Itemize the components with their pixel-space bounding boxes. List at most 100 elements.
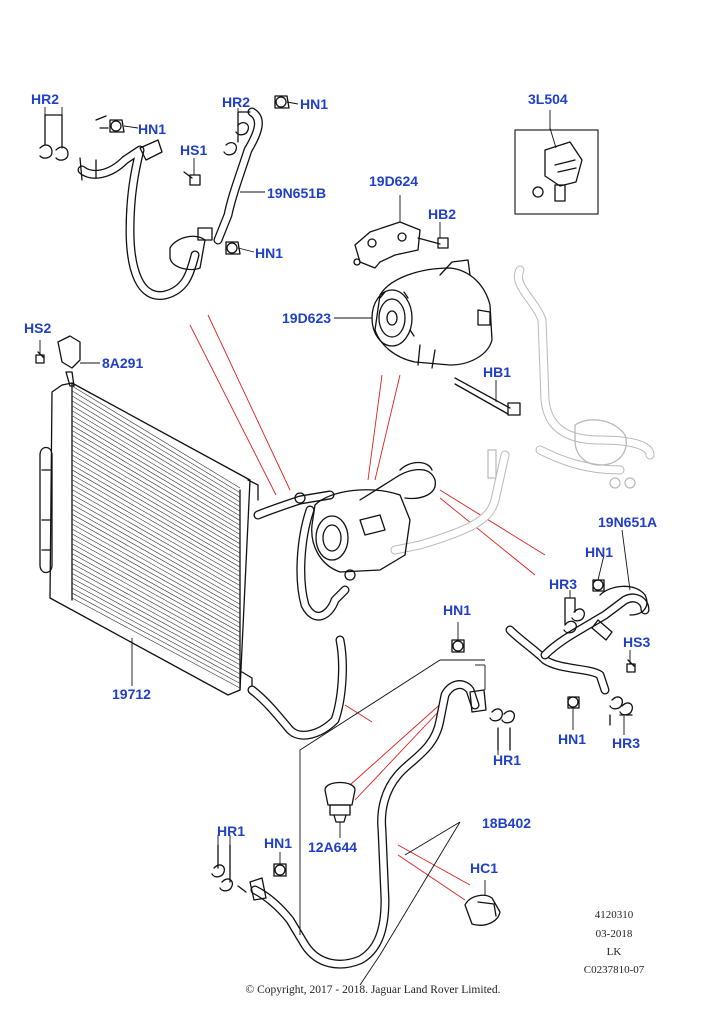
pressure-sensor-12a644	[324, 781, 356, 838]
condenser-fin-line	[71, 533, 241, 628]
condenser-fin-line	[71, 484, 241, 582]
condenser-fin-line	[71, 430, 241, 531]
label-hs1: HS1	[180, 142, 207, 158]
condenser-fin-line	[71, 425, 241, 526]
hr1-clips-right	[489, 708, 516, 751]
condenser-fin-line	[71, 518, 241, 614]
bracket-8a291	[35, 335, 100, 387]
condenser-fin-line	[71, 548, 241, 642]
catalog-code: C0237810-07	[584, 964, 645, 976]
condenser-fin-line	[71, 464, 241, 563]
condenser-fin-line	[71, 459, 241, 559]
condenser-fin-line	[71, 523, 241, 619]
condenser-fin-line	[71, 592, 241, 684]
label-19712: 19712	[112, 686, 151, 702]
condenser-fin-line	[71, 390, 241, 493]
condenser-fin-line	[71, 563, 241, 656]
illustration-number: 4120310	[595, 909, 634, 921]
leader-lines	[44, 101, 631, 845]
condenser-fin-line	[71, 573, 241, 666]
label-19d623: 19D623	[282, 310, 331, 326]
condenser-fin-line	[71, 568, 241, 661]
condenser-fin-line	[71, 578, 241, 670]
label-hr3-right-top: HR3	[549, 576, 577, 592]
illustration-date: 03-2018	[596, 928, 633, 940]
label-hn1-right-bottom: HN1	[558, 731, 586, 747]
mounted-compressor-group	[294, 461, 436, 581]
inset-box-3l504	[514, 110, 599, 215]
label-hn1-bottom: HN1	[264, 835, 292, 851]
condenser-fin-line	[71, 405, 241, 507]
label-19n651b: 19N651B	[267, 185, 326, 201]
suction-pipe-assembly	[77, 95, 290, 300]
part-labels: HR2 HN1 HR2 HN1 HS1 19N651B HN1 3L504 19…	[24, 91, 657, 876]
label-hn1-center: HN1	[443, 602, 471, 618]
ghost-pipework	[390, 265, 655, 555]
condenser-fin-line	[71, 449, 241, 549]
condenser-fin-line	[71, 499, 241, 596]
pipe-18b402	[249, 659, 487, 986]
condenser-fin-line	[71, 454, 241, 554]
condenser-fin-line	[71, 410, 241, 512]
label-3l504: 3L504	[528, 91, 568, 107]
hs1-screw	[183, 158, 201, 186]
label-hn1-top: HN1	[300, 96, 328, 112]
condenser-fin-line	[71, 479, 241, 577]
label-hr1-left: HR1	[217, 823, 245, 839]
label-hr3-right-bottom: HR3	[612, 735, 640, 751]
condenser-fin-line	[71, 508, 241, 605]
condenser-fin-line	[71, 385, 241, 489]
condenser-fin-line	[71, 513, 241, 610]
label-hn1-mid: HN1	[255, 245, 283, 261]
condenser-fin-line	[71, 494, 241, 591]
condenser-fin-line	[71, 444, 241, 545]
label-hb1: HB1	[483, 364, 511, 380]
condenser-to-compressor-pipe	[247, 490, 350, 740]
condenser-fin-line	[71, 528, 241, 624]
label-hn1-right: HN1	[585, 544, 613, 560]
condenser-fin-line	[71, 400, 241, 503]
condenser-fin-line	[71, 597, 241, 689]
condenser-fin-line	[71, 415, 241, 517]
condenser-fin-line	[71, 420, 241, 521]
label-hr2-top-left: HR2	[31, 91, 59, 107]
copyright-notice: © Copyright, 2017 - 2018. Jaguar Land Ro…	[246, 984, 501, 996]
condenser-fin-line	[71, 538, 241, 633]
label-hs3: HS3	[623, 634, 650, 650]
condenser-fin-line	[71, 553, 241, 647]
label-hs2: HS2	[24, 320, 51, 336]
condenser-fin-line	[71, 543, 241, 638]
hb2-bolt	[417, 222, 449, 249]
condenser-fin-line	[71, 504, 241, 600]
label-12a644: 12A644	[308, 839, 357, 855]
illustration-meta: 4120310 03-2018 LK C0237810-07 © Copyrig…	[246, 909, 645, 996]
illustration-region: LK	[607, 946, 622, 958]
red-guide-lines	[189, 314, 546, 901]
label-hn1-top-left: HN1	[138, 121, 166, 137]
label-19d624: 19D624	[369, 173, 418, 189]
compressor-19d623	[334, 259, 493, 369]
label-hr2-top: HR2	[222, 94, 250, 110]
condenser-fin-line	[71, 439, 241, 540]
condenser-fin-line	[71, 469, 241, 568]
pipe-19n651a	[505, 529, 650, 726]
label-hb2: HB2	[428, 206, 456, 222]
label-hc1: HC1	[470, 860, 498, 876]
condenser-fin-line	[71, 395, 241, 498]
label-19n651a: 19N651A	[598, 514, 657, 530]
condenser-19712	[39, 382, 259, 696]
hb1-bolt	[454, 377, 521, 416]
condenser-fin-line	[71, 474, 241, 572]
label-8a291: 8A291	[102, 355, 143, 371]
label-18b402: 18B402	[482, 815, 531, 831]
condenser-fin-line	[71, 558, 241, 652]
bracket-19d624	[353, 195, 421, 269]
condenser-fin-line	[71, 435, 241, 535]
label-hr1-right: HR1	[493, 752, 521, 768]
condenser-fin-line	[71, 587, 241, 679]
condenser-fin-line	[71, 489, 241, 586]
cap-hc1	[464, 880, 501, 926]
condenser-fin-line	[71, 582, 241, 675]
